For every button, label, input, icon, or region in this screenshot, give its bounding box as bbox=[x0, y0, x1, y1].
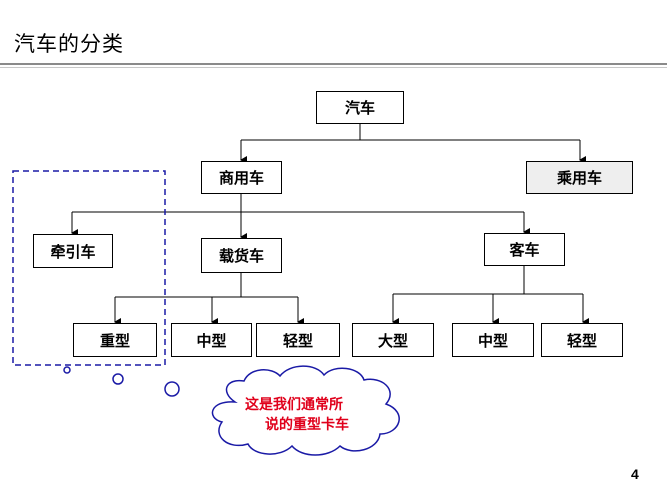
page-title: 汽车的分类 bbox=[14, 32, 124, 56]
node-tractor: 牵引车 bbox=[33, 234, 113, 268]
title-divider bbox=[0, 63, 667, 65]
thought-bubble-small bbox=[63, 366, 71, 374]
node-commercial-vehicle: 商用车 bbox=[201, 161, 282, 194]
node-cargo-medium: 中型 bbox=[171, 323, 252, 357]
node-bus: 客车 bbox=[484, 233, 565, 266]
node-bus-large: 大型 bbox=[352, 323, 434, 357]
cloud-callout-text: 这是我们通常所 说的重型卡车 bbox=[245, 395, 395, 435]
callout-line-2: 说的重型卡车 bbox=[265, 417, 349, 433]
highlight-dashed-box bbox=[12, 170, 166, 366]
callout-line-1: 这是我们通常所 bbox=[245, 397, 343, 413]
cloud-callout-shape bbox=[211, 365, 400, 456]
node-bus-light: 轻型 bbox=[541, 323, 623, 357]
node-cargo-truck: 载货车 bbox=[201, 238, 282, 273]
title-divider-light bbox=[0, 67, 667, 68]
page-number: 4 bbox=[631, 466, 639, 482]
node-root-automobile: 汽车 bbox=[316, 91, 404, 124]
node-bus-medium: 中型 bbox=[452, 323, 534, 357]
node-cargo-heavy: 重型 bbox=[73, 323, 157, 357]
thought-bubble-large bbox=[164, 381, 180, 397]
node-cargo-light: 轻型 bbox=[256, 323, 340, 357]
node-passenger-vehicle: 乘用车 bbox=[526, 161, 633, 194]
thought-bubble-medium bbox=[112, 373, 124, 385]
